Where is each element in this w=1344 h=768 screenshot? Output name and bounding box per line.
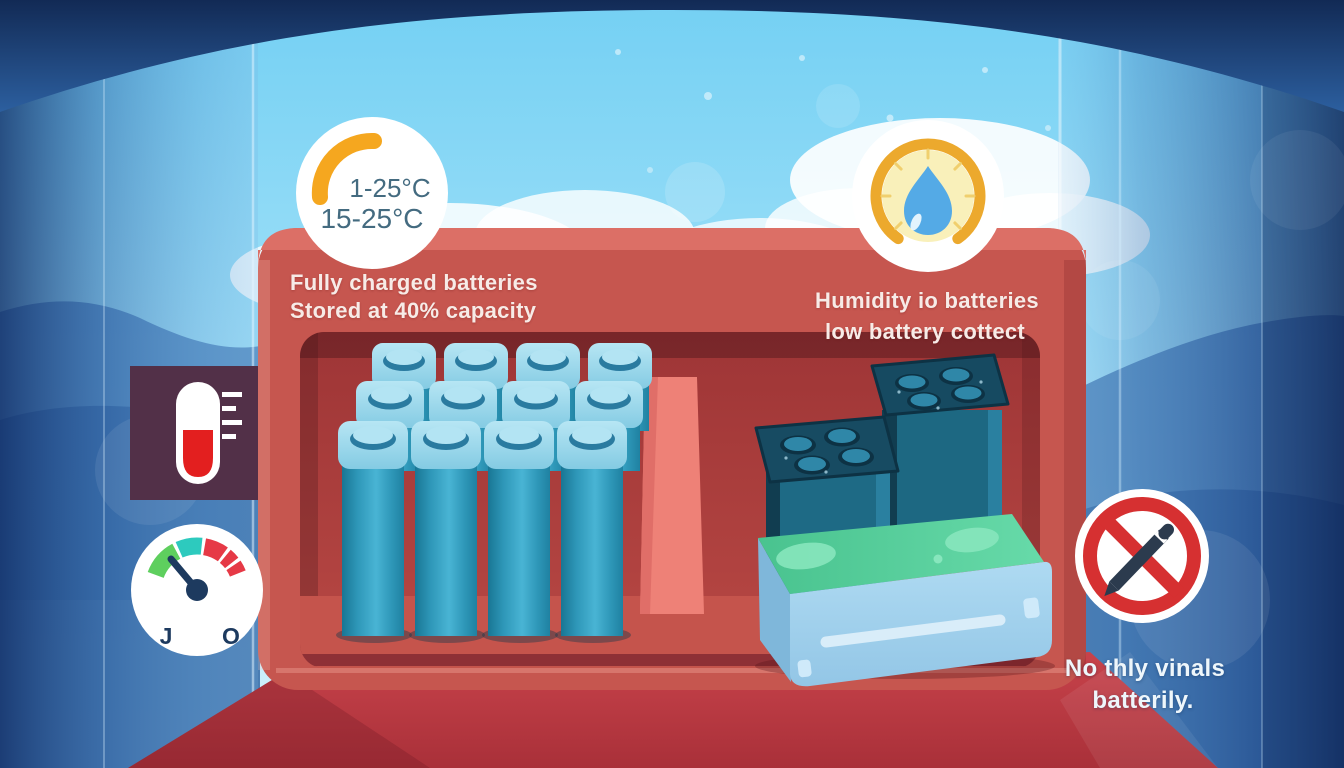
ceiling-band xyxy=(0,0,1344,112)
humidity-gauge-icon xyxy=(870,138,986,245)
cell-battery xyxy=(411,421,481,636)
temperature-value-line2: 15-25°C xyxy=(320,203,424,234)
no-pen-icon xyxy=(1104,523,1174,597)
humidity-badge xyxy=(852,120,1004,272)
prohibition-sign xyxy=(1075,489,1209,623)
prohibition-label-line1: No thly vinals xyxy=(1064,655,1226,682)
pressure-gauge-icon: J O xyxy=(131,524,263,656)
battery-case xyxy=(755,514,1055,687)
temperature-badge xyxy=(296,117,448,269)
gauge-letter-right: O xyxy=(222,623,240,649)
cell-battery xyxy=(557,421,627,636)
humidity-label-line1: Humidity io batteries xyxy=(815,288,1039,313)
temperature-value-line1: 1-25°C xyxy=(349,173,431,203)
prohibition-label-line2: batterily. xyxy=(1092,687,1194,714)
storage-label-line2: Stored at 40% capacity xyxy=(290,298,537,323)
thermometer-tile xyxy=(130,366,258,500)
case-front xyxy=(790,561,1052,687)
gauge-letter-left: J xyxy=(160,623,173,649)
humidity-label-line2: low battery cottect xyxy=(824,319,1026,344)
pack-terminals xyxy=(895,367,985,410)
cell-battery-grid xyxy=(336,343,652,643)
cell-battery xyxy=(338,421,408,636)
pack-terminals xyxy=(780,427,874,475)
thermometer-icon xyxy=(176,382,242,484)
cell-battery xyxy=(484,421,554,636)
temperature-arc-icon xyxy=(311,132,382,205)
gauge-ticks xyxy=(880,148,976,230)
right-window-wall xyxy=(1058,0,1344,768)
storage-label-line1: Fully charged batteries xyxy=(290,270,538,295)
